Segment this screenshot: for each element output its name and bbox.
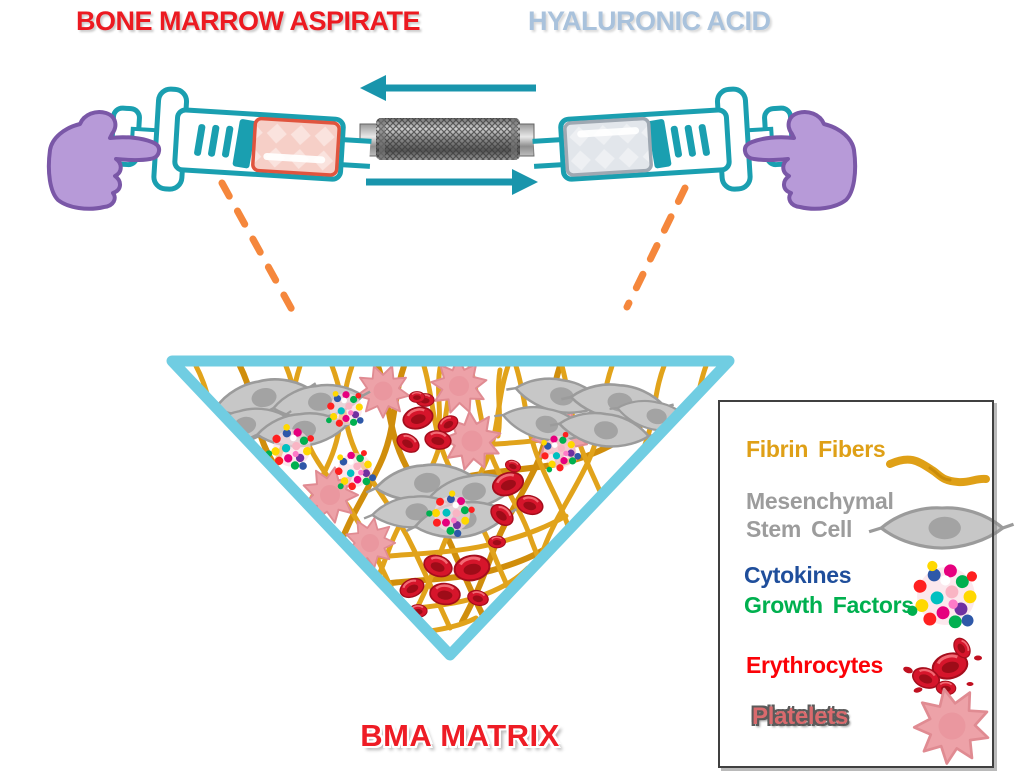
left-syringe xyxy=(46,86,374,211)
projection-dashes xyxy=(218,179,689,321)
bma-matrix-label: BMA MATRIX xyxy=(360,718,560,753)
fibrin-fiber-icon xyxy=(886,455,990,487)
legend-label-platelets: Platelets xyxy=(752,703,849,730)
triangle-border xyxy=(166,355,735,661)
right-hand-icon xyxy=(742,110,858,211)
bma-fluid xyxy=(251,116,341,177)
luer-lock-connector-icon xyxy=(359,118,535,160)
arrow-right-icon xyxy=(366,169,538,195)
title-bone-marrow-aspirate: BONE MARROW ASPIRATE xyxy=(76,6,421,36)
arrow-left-icon xyxy=(360,75,536,101)
ha-fluid xyxy=(563,116,653,177)
legend-label-erythrocytes: Erythrocytes xyxy=(746,652,884,678)
legend-box xyxy=(718,400,994,768)
bma-matrix-triangle xyxy=(166,355,735,661)
erythrocytes-icon xyxy=(903,634,982,697)
mixing-arrows xyxy=(360,75,538,195)
legend-label-cytokines: Cytokines xyxy=(744,562,852,588)
left-dashed-line xyxy=(218,179,300,321)
legend-label-fibrin-fibers: Fibrin Fibers xyxy=(746,436,886,462)
legend-label-stem-cell: Stem Cell xyxy=(746,516,853,542)
legend-label-mesenchymal: Mesenchymal xyxy=(746,488,894,514)
legend-label-growth-factors: Growth Factors xyxy=(744,592,914,618)
left-hand-icon xyxy=(46,110,162,211)
right-dashed-line xyxy=(623,184,689,311)
right-syringe xyxy=(530,86,858,211)
legend-icons xyxy=(867,455,1016,775)
title-hyaluronic-acid: HYALURONIC ACID xyxy=(528,6,771,36)
